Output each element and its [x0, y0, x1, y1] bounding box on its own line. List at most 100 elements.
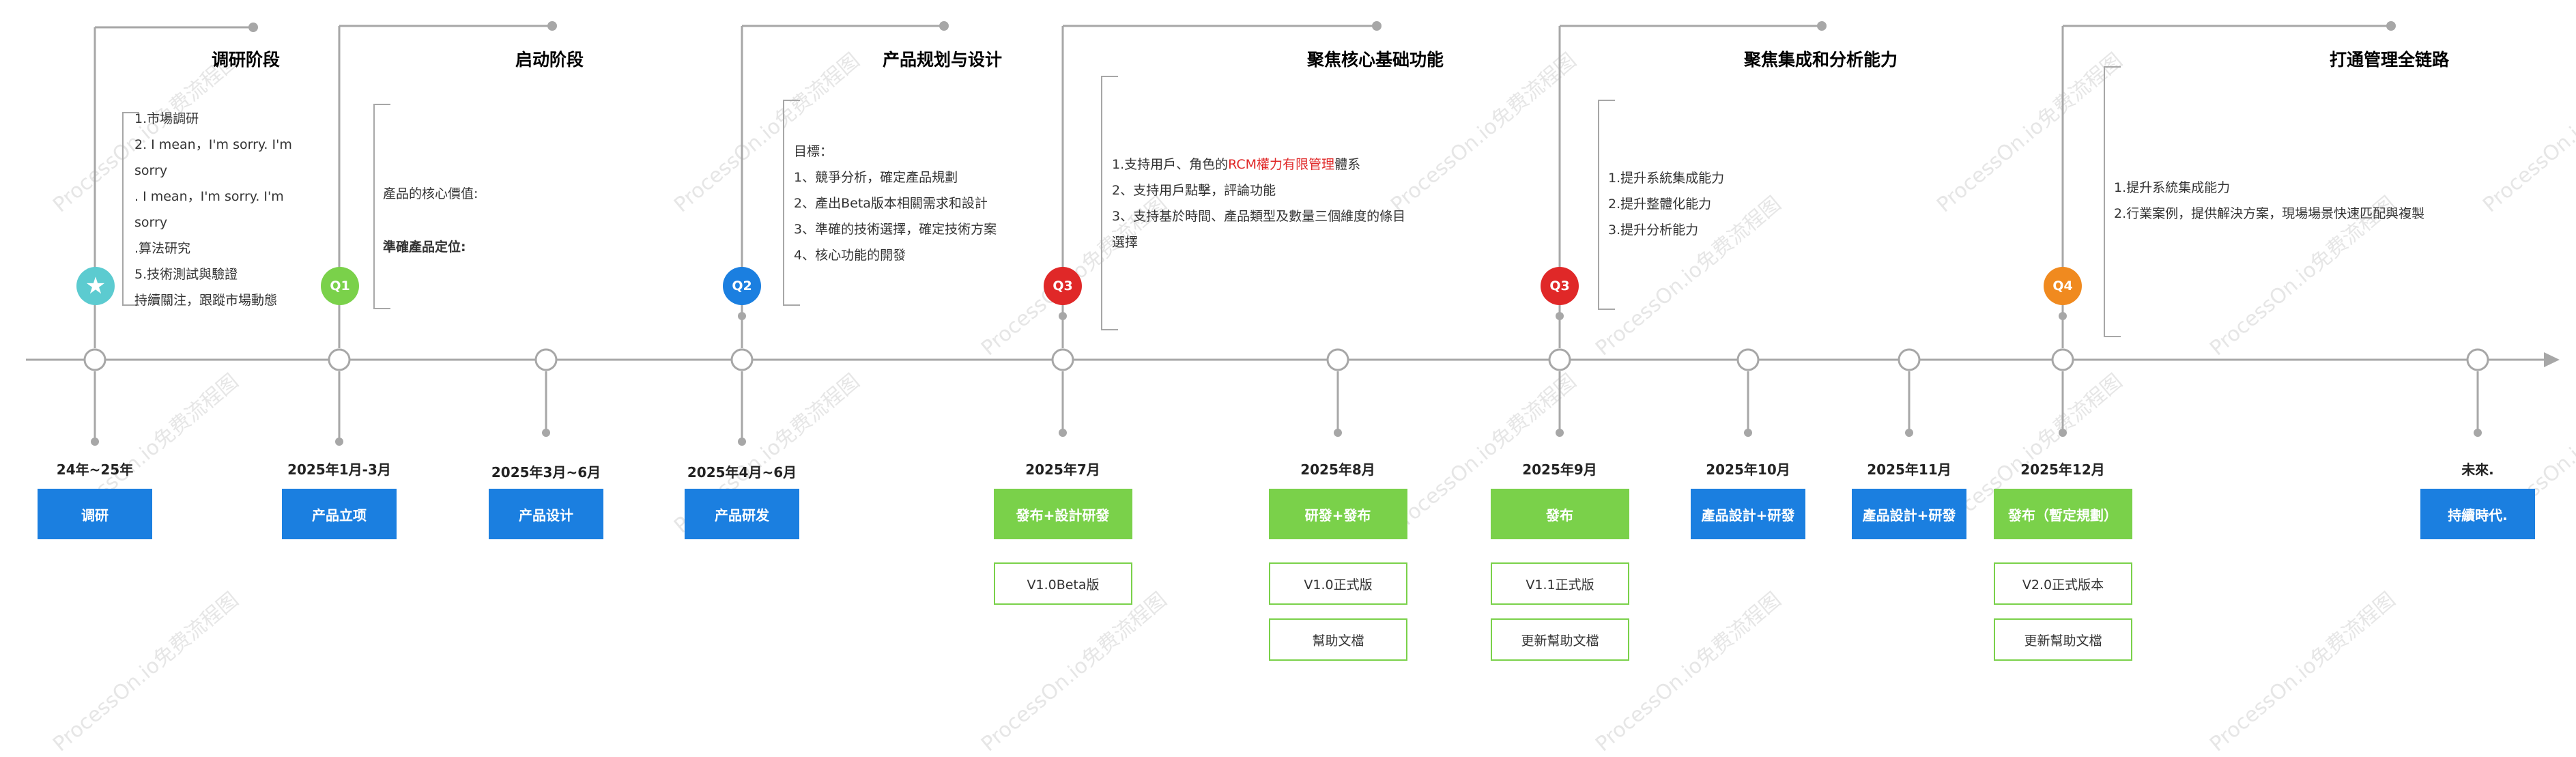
milestone-date: 2025年9月 — [1522, 461, 1597, 478]
notes-bracket — [1101, 76, 1118, 330]
phase-stem-end-dot — [1817, 21, 1827, 31]
phase-title-kickoff: 启动阶段 — [515, 50, 584, 70]
milestone-date: 24年~25年 — [56, 461, 134, 478]
milestone-box: 产品设计 — [489, 489, 603, 539]
timeline-node — [1326, 348, 1349, 371]
node-drop-dot — [1744, 429, 1752, 437]
phase-notes-core-features: 1.支持用戶、角色的RCM權力有限管理體系 2、支持用戶點擊，評論功能 3、支持… — [1112, 152, 1446, 255]
node-drop-dot — [1905, 429, 1913, 437]
milestone-box: 研發+發布 — [1268, 489, 1407, 539]
note-line: . I mean，I'm sorry. I'm sorry — [134, 189, 288, 230]
timeline-node — [2051, 348, 2074, 371]
timeline-node — [1736, 348, 1760, 371]
axis-arrow-icon — [2544, 352, 2560, 367]
milestone-box: 發布 — [1490, 489, 1629, 539]
note-highlight: RCM權力有限管理 — [1228, 157, 1335, 172]
phase-stem-end-dot — [547, 21, 557, 31]
phase-notes-integration: 1.提升系統集成能力 2.提升整體化能力 3.提升分析能力 — [1608, 165, 1813, 243]
note-line: 5.技術測試與驗證 — [134, 267, 238, 282]
node-drop-dot — [1059, 429, 1067, 437]
timeline-node — [1051, 348, 1074, 371]
note-line: 1.支持用戶、角色的RCM權力有限管理體系 — [1112, 152, 1446, 177]
phase-title-integration: 聚焦集成和分析能力 — [1744, 50, 1898, 70]
phase-stem-end-dot — [939, 21, 949, 31]
milestone-box: 發布（暫定規劃） — [1993, 489, 2132, 539]
phase-marker-q1: Q1 — [321, 267, 359, 305]
note-line: 2.提升整體化能力 — [1608, 197, 1712, 212]
phase-stem-end-dot — [2386, 21, 2396, 31]
milestone-date: 2025年11月 — [1867, 461, 1951, 478]
milestone-date: 2025年7月 — [1025, 461, 1100, 478]
note-line: 1.提升系統集成能力 — [2114, 180, 2231, 195]
phase-marker-q2: Q2 — [723, 267, 761, 305]
node-drop-dot — [2059, 429, 2067, 437]
note-line: 準確產品定位: — [383, 240, 466, 255]
phase-title-core-features: 聚焦核心基础功能 — [1307, 50, 1444, 70]
milestone-box: 持續時代. — [2420, 489, 2535, 539]
phase-marker-research: ★ — [76, 267, 115, 305]
milestone-date: 2025年12月 — [2020, 461, 2105, 478]
phase-title-full-chain: 打通管理全链路 — [2330, 50, 2450, 70]
phase-stem-end-dot — [248, 23, 258, 32]
release-deliverable-box: 更新幫助文檔 — [1491, 618, 1629, 661]
notes-bracket — [1598, 100, 1615, 310]
milestone-date: 2025年1月-3月 — [287, 461, 391, 478]
notes-bracket — [2104, 66, 2121, 337]
note-line: 選擇 — [1112, 235, 1139, 250]
note-line: 持續關注，跟蹤市場動態 — [134, 293, 278, 308]
milestone-date: 2025年8月 — [1300, 461, 1375, 478]
node-drop-dot — [91, 438, 99, 446]
note-line: 1、競爭分析，確定產品規劃 — [794, 170, 958, 185]
notes-bracket — [373, 104, 390, 309]
node-drop-dot — [1334, 429, 1342, 437]
milestone-date: 2025年4月~6月 — [687, 464, 797, 481]
note-line: 2.行業案例，提供解決方案，現場場景快速匹配與複製 — [2114, 206, 2425, 221]
release-deliverable-box: V2.0正式版本 — [1994, 562, 2132, 605]
release-deliverable-box: V1.0正式版 — [1269, 562, 1407, 605]
node-drop-dot — [542, 429, 550, 437]
phase-marker-q4: Q4 — [2044, 267, 2082, 305]
node-drop-dot — [1556, 429, 1564, 437]
milestone-box: 产品立项 — [282, 489, 397, 539]
notes-bracket — [122, 112, 139, 306]
milestone-box: 调研 — [38, 489, 152, 539]
node-drop-dot — [335, 438, 343, 446]
note-line: 1.市場調研 — [134, 111, 199, 126]
note-line: 目標： — [794, 144, 833, 159]
timeline-node — [1898, 348, 1921, 371]
node-drop-dot — [738, 438, 746, 446]
notes-bracket — [783, 100, 800, 306]
timeline-node — [534, 348, 558, 371]
timeline-node — [1548, 348, 1571, 371]
stem-dot — [738, 312, 746, 320]
note-line: 3、準確的技術選擇，確定技術方案 — [794, 222, 997, 237]
stem-dot — [2059, 312, 2067, 320]
phase-stem-end-dot — [1372, 21, 1382, 31]
phase-notes-research: 1.市場調研 2. I mean，I'm sorry. I'm sorry . … — [134, 106, 298, 313]
milestone-date: 未來. — [2461, 461, 2494, 478]
phase-marker-q3-integration: Q3 — [1541, 267, 1579, 305]
milestone-box: 产品研发 — [685, 489, 799, 539]
phase-marker-q3-core: Q3 — [1044, 267, 1082, 305]
note-line: 1.提升系統集成能力 — [1608, 171, 1725, 186]
timeline-node — [83, 348, 106, 371]
release-deliverable-box: 更新幫助文檔 — [1994, 618, 2132, 661]
milestone-box: 產品設計+研發 — [1691, 489, 1805, 539]
note-line: 3.提升分析能力 — [1608, 223, 1699, 238]
note-line: .算法研究 — [134, 241, 191, 256]
timeline-node — [730, 348, 754, 371]
milestone-box: 產品設計+研發 — [1852, 489, 1966, 539]
phase-title-planning: 产品规划与设计 — [883, 50, 1003, 70]
phase-notes-kickoff: 產品的核心價值: 準確產品定位: — [383, 167, 588, 274]
milestone-date: 2025年3月~6月 — [491, 464, 601, 481]
timeline-node — [2466, 348, 2489, 371]
note-line: 產品的核心價值: — [383, 186, 478, 201]
stem-dot — [1556, 312, 1564, 320]
timeline-node — [328, 348, 351, 371]
note-line: 3、支持基於時間、產品類型及數量三個維度的條目 — [1112, 209, 1406, 224]
node-drop-dot — [2474, 429, 2482, 437]
release-deliverable-box: 幫助文檔 — [1269, 618, 1407, 661]
release-deliverable-box: V1.1正式版 — [1491, 562, 1629, 605]
note-line: 2. I mean，I'm sorry. I'm sorry — [134, 137, 296, 178]
